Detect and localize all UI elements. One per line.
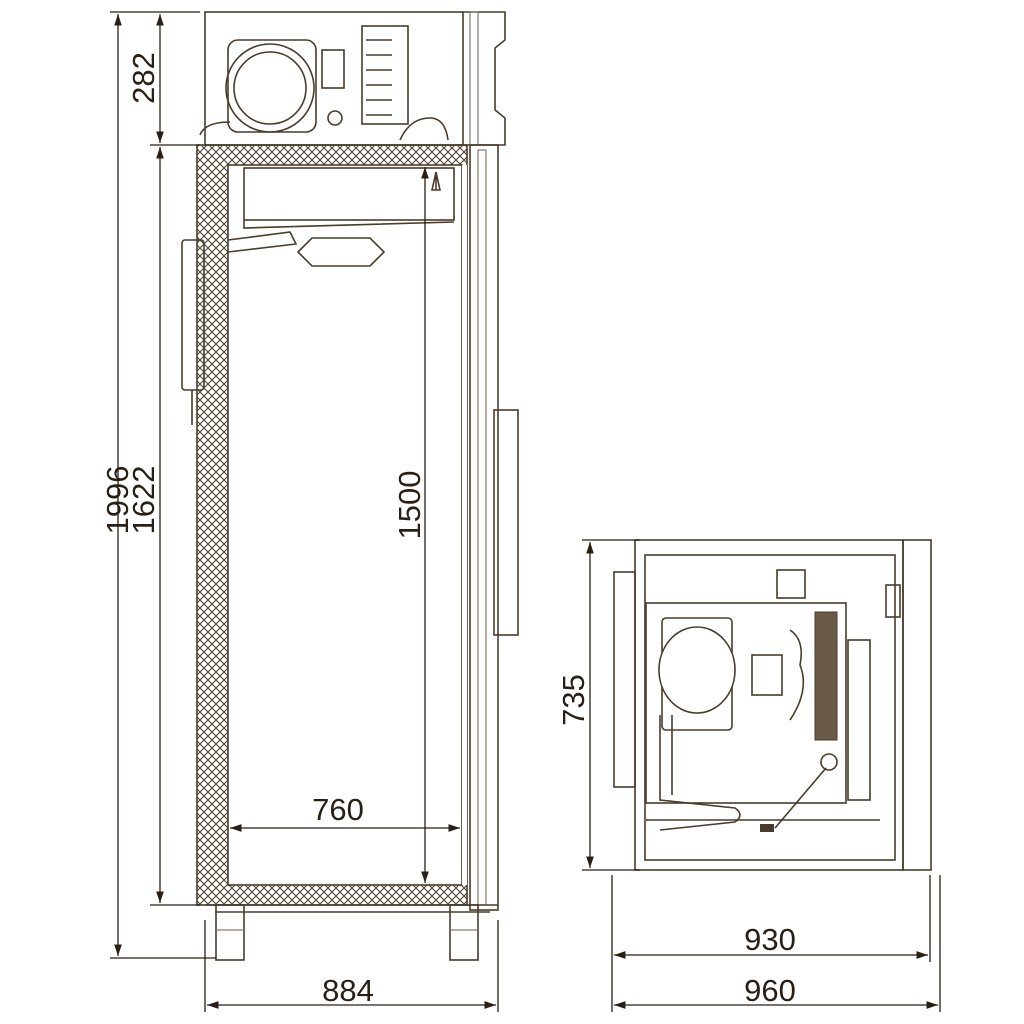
dim-top-unit-height: 282 [126, 52, 161, 104]
legs [205, 904, 498, 961]
pipe [659, 715, 741, 831]
front-view: 1996 282 1622 1500 760 884 [100, 11, 519, 1012]
condenser-coil-icon [814, 611, 838, 741]
top-view: 735 930 960 [556, 539, 941, 1012]
evaporator-fan-icon [296, 237, 386, 267]
dim-inner-width: 760 [312, 792, 364, 827]
front-dimensions: 1996 282 1622 1500 760 884 [100, 11, 499, 1012]
dim-body-length: 930 [744, 922, 796, 957]
door [469, 144, 519, 911]
fan-motor-icon [751, 654, 783, 696]
thermostat-tube [181, 239, 205, 391]
condenser-icon [321, 25, 409, 126]
dim-depth: 735 [556, 674, 591, 726]
top-machine-compartment [199, 11, 506, 146]
fan-blade-icon [789, 629, 805, 721]
dim-overall-width: 884 [322, 973, 374, 1008]
dim-overall-length: 960 [744, 973, 796, 1008]
dim-overall-height: 1996 [100, 466, 135, 535]
dim-cabinet-height: 1622 [126, 466, 161, 535]
top-dimensions: 735 930 960 [556, 539, 941, 1012]
door-handle [493, 409, 519, 636]
compressor-icon [225, 39, 317, 133]
dim-inner-height: 1500 [392, 471, 427, 540]
compressor-icon [658, 617, 736, 731]
